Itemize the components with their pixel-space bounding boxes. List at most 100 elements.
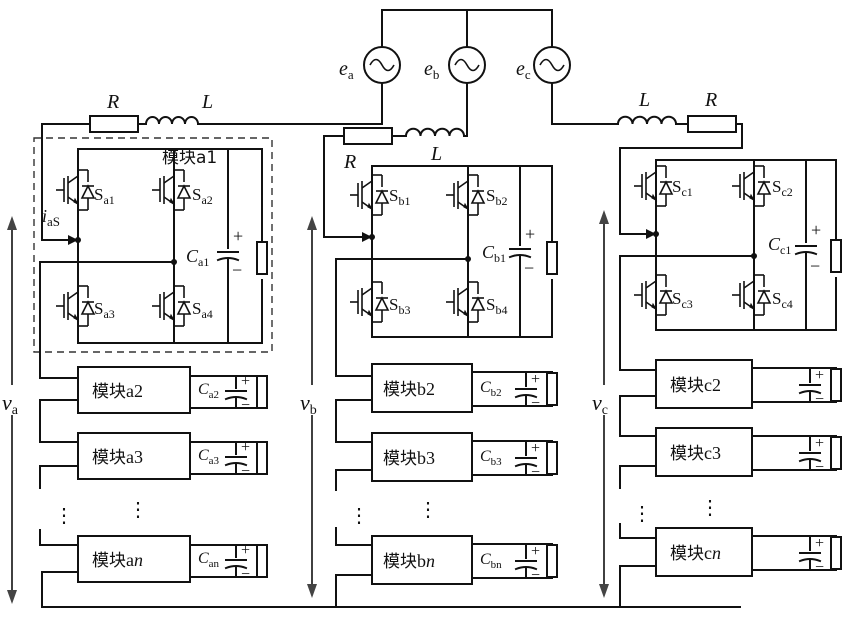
label-sa2: Sa2 [192,185,213,207]
svg-text:模块a3: 模块a3 [92,447,143,468]
source-eb [449,47,485,83]
inductor-a [146,117,198,124]
svg-text:+: + [811,220,821,240]
label-sb2: Sb2 [486,186,507,208]
module-a1-title: 模块a1 [162,148,217,168]
module-c2: 模块c2 [656,360,752,408]
svg-text:−: − [524,258,534,278]
svg-text:Cb3: Cb3 [480,448,502,468]
label-sb3: Sb3 [389,295,410,317]
voltage-vb-arrow: vb [299,216,325,598]
label-ec: ec [516,58,531,82]
svg-text:模块an: 模块an [92,550,143,571]
cap-group-b3: Cb3 + − [472,440,557,481]
resistor-a [90,116,138,132]
svg-text:+: + [531,440,540,457]
cap-group-an: Can + − [190,542,267,583]
label-la: L [201,91,213,113]
module-an: 模块an [78,536,190,582]
label-sc2: Sc2 [772,177,793,199]
cap-group-a2: Ca2 + − [190,373,267,414]
cap-group-bn: Cbn + − [472,543,557,584]
svg-text:模块b3: 模块b3 [383,448,435,469]
svg-text:Ca2: Ca2 [198,381,219,401]
svg-text:Can: Can [198,550,220,570]
module-b2: 模块b2 [372,364,472,412]
svg-text:+: + [815,435,824,452]
igbt-sb1 [350,175,388,215]
igbt-sc4 [732,275,770,315]
label-sc3: Sc3 [672,289,693,311]
label-sa3: Sa3 [94,299,115,321]
svg-text:+: + [815,535,824,552]
svg-text:模块bn: 模块bn [383,551,435,572]
svg-text:−: − [531,395,540,412]
label-sc1: Sc1 [672,177,693,199]
svg-text:+: + [815,367,824,384]
label-ias: iaS [42,206,60,229]
resistor-c [688,116,736,132]
svg-text:+: + [241,373,250,390]
svg-text:Cbn: Cbn [480,551,502,571]
cap-group-b2: Cb2 + − [472,371,557,412]
svg-text:+: + [531,371,540,388]
label-cc1: Cc1 [768,234,791,257]
module-b3: 模块b3 [372,433,472,481]
svg-text:+: + [233,226,243,246]
module-cn: 模块cn [656,528,752,576]
svg-text:−: − [241,566,250,583]
svg-text:Ca3: Ca3 [198,447,220,467]
svg-text:+: + [525,224,535,244]
label-rb: R [343,151,356,173]
label-lc: L [638,89,650,111]
dots-c-mid: ⋮ [700,497,720,519]
label-cb1: Cb1 [482,242,506,265]
svg-text:−: − [232,260,242,280]
igbt-sa3 [56,286,94,326]
svg-text:Cb2: Cb2 [480,379,502,399]
label-ea: ea [339,58,354,82]
label-sa4: Sa4 [192,299,213,321]
svg-text:模块cn: 模块cn [670,543,721,564]
svg-text:模块c2: 模块c2 [670,375,721,396]
svg-text:+: + [241,542,250,559]
igbt-sb3 [350,282,388,322]
module-a2: 模块a2 [78,367,190,413]
source-ec [534,47,570,83]
svg-text:−: − [241,463,250,480]
label-sc4: Sc4 [772,289,793,311]
igbt-sa2 [152,170,190,210]
svg-text:−: − [815,391,824,408]
module-bn: 模块bn [372,536,472,584]
igbt-sa1 [56,170,94,210]
dots-a-left: ⋮ [54,505,74,527]
igbt-sc3 [634,275,672,315]
svg-text:−: − [531,464,540,481]
svg-text:−: − [815,559,824,576]
label-sb1: Sb1 [389,186,410,208]
igbt-sb2 [446,175,484,215]
igbt-sb4 [446,282,484,322]
cap-group-cn: + − [752,535,841,576]
label-eb: eb [424,58,439,82]
cap-group-c3: + − [752,435,841,476]
svg-text:模块b2: 模块b2 [383,379,435,400]
dots-a-mid: ⋮ [128,499,148,521]
igbt-sc1 [634,166,672,206]
module-a3: 模块a3 [78,433,190,479]
dots-b-left: ⋮ [349,505,369,527]
voltage-va-arrow: va [0,216,24,604]
svg-text:+: + [531,543,540,560]
source-ea [364,47,400,83]
svg-text:+: + [241,439,250,456]
cap-group-a3: Ca3 + − [190,439,267,480]
label-ca1: Ca1 [186,246,209,269]
dots-c-left: ⋮ [632,503,652,525]
svg-text:−: − [815,459,824,476]
label-ra: R [106,91,119,113]
label-lb: L [430,143,442,165]
cap-group-c2: + − [752,367,841,408]
label-sa1: Sa1 [94,185,115,207]
